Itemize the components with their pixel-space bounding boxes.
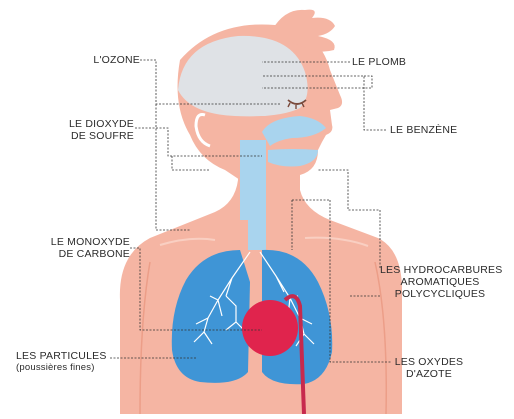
label-pah-line2: AROMATIQUES <box>380 276 500 288</box>
label-nitrogen-oxides: LES OXYDES D'AZOTE <box>392 356 466 380</box>
label-sulfur-dioxide-line1: LE DIOXYDE <box>38 118 134 130</box>
label-ozone: L'OZONE <box>60 54 140 66</box>
label-nitrogen-oxides-line2: D'AZOTE <box>392 368 466 380</box>
label-pah-line3: POLYCYCLIQUES <box>380 288 500 300</box>
heart <box>242 300 298 356</box>
label-carbon-monoxide-line2: DE CARBONE <box>30 248 130 260</box>
label-pah: LES HYDROCARBURES AROMATIQUES POLYCYCLIQ… <box>380 264 500 300</box>
label-sulfur-dioxide-line2: DE SOUFRE <box>38 130 134 142</box>
label-nitrogen-oxides-line1: LES OXYDES <box>392 356 466 368</box>
label-particles-line2: (poussières fines) <box>16 362 112 374</box>
label-benzene: LE BENZÈNE <box>390 124 457 136</box>
label-carbon-monoxide: LE MONOXYDE DE CARBONE <box>30 236 130 260</box>
label-particles: LES PARTICULES (poussières fines) <box>16 350 112 374</box>
label-sulfur-dioxide: LE DIOXYDE DE SOUFRE <box>38 118 134 142</box>
label-pah-line1: LES HYDROCARBURES <box>380 264 500 276</box>
label-particles-line1: LES PARTICULES <box>16 350 112 362</box>
label-carbon-monoxide-line1: LE MONOXYDE <box>30 236 130 248</box>
label-lead: LE PLOMB <box>352 56 406 68</box>
